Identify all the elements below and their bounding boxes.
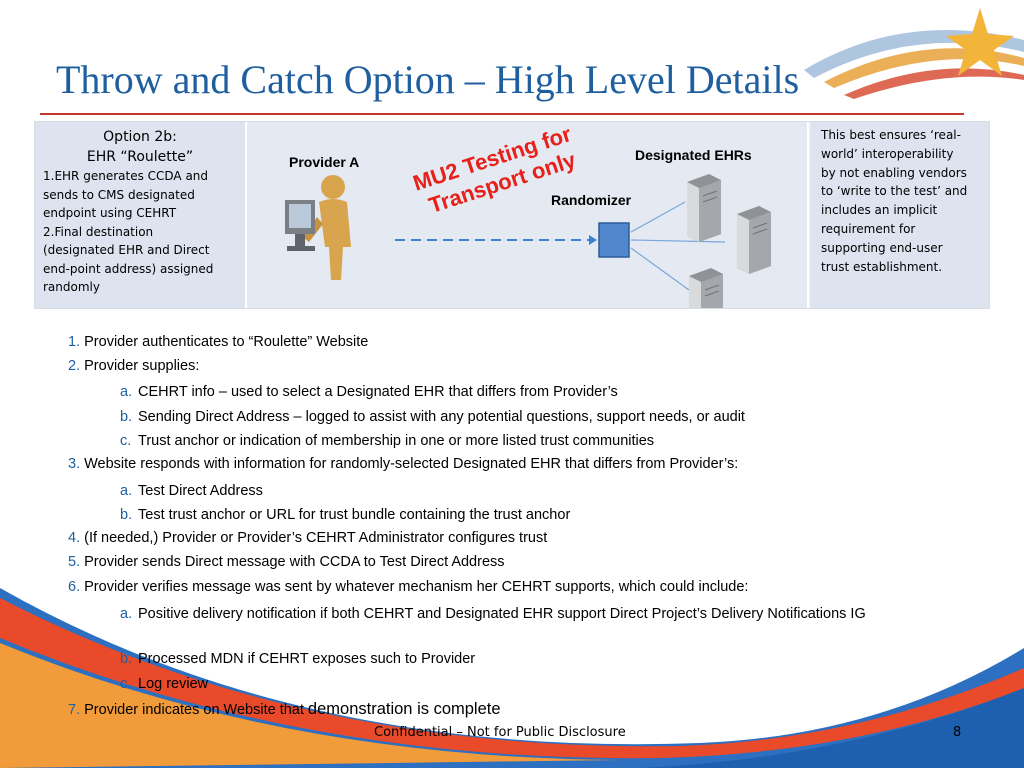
- branch-line-3: [630, 247, 690, 291]
- list-item: 7. Provider indicates on Website that de…: [68, 700, 501, 718]
- option-description-cell: Option 2b: EHR “Roulette” 1.EHR generate…: [35, 122, 247, 308]
- designated-ehrs-label: Designated EHRs: [635, 147, 752, 163]
- list-item: 4. (If needed,) Provider or Provider’s C…: [68, 530, 548, 546]
- randomizer-label: Randomizer: [551, 192, 632, 208]
- slide-title: Throw and Catch Option – High Level Deta…: [56, 57, 800, 102]
- branch-line-2: [630, 239, 726, 243]
- arrow-head-icon: [589, 235, 597, 245]
- list-item: 6. Provider verifies message was sent by…: [68, 579, 749, 595]
- rationale-cell: This best ensures ‘real- world’ interope…: [811, 122, 989, 308]
- list-item: 1. Provider authenticates to “Roulette” …: [68, 334, 369, 350]
- flow-diagram-cell: Provider A Designated EHRs Randomizer: [249, 122, 809, 308]
- list-item: 5. Provider sends Direct message with CC…: [68, 554, 505, 570]
- option-description: 1.EHR generates CCDA and sends to CMS de…: [43, 169, 214, 294]
- page-number: 8: [953, 725, 962, 740]
- header-swoosh-graphic: [804, 8, 1024, 99]
- list-item: 2. Provider supplies:: [68, 358, 200, 374]
- title-underline: [40, 113, 964, 115]
- footer-confidential: Confidential – Not for Public Disclosure: [374, 725, 626, 740]
- option-heading: Option 2b: EHR “Roulette”: [86, 129, 194, 165]
- server-icon: [689, 268, 723, 308]
- list-item: 3. Website responds with information for…: [68, 456, 739, 472]
- flow-diagram: [285, 174, 771, 308]
- server-icon: [737, 206, 771, 274]
- rationale-text: This best ensures ‘real- world’ interope…: [821, 128, 968, 274]
- provider-person-icon: [285, 175, 351, 280]
- randomizer-box: [598, 222, 630, 258]
- provider-label: Provider A: [289, 154, 360, 170]
- server-icon: [687, 174, 721, 242]
- star-icon: [946, 8, 1014, 76]
- option-diagram-table: Option 2b: EHR “Roulette” 1.EHR generate…: [34, 121, 990, 309]
- list-item: a.Positive delivery notification if both…: [120, 606, 866, 622]
- footer-swoosh-graphic: [0, 588, 1024, 768]
- branch-line-1: [630, 201, 686, 233]
